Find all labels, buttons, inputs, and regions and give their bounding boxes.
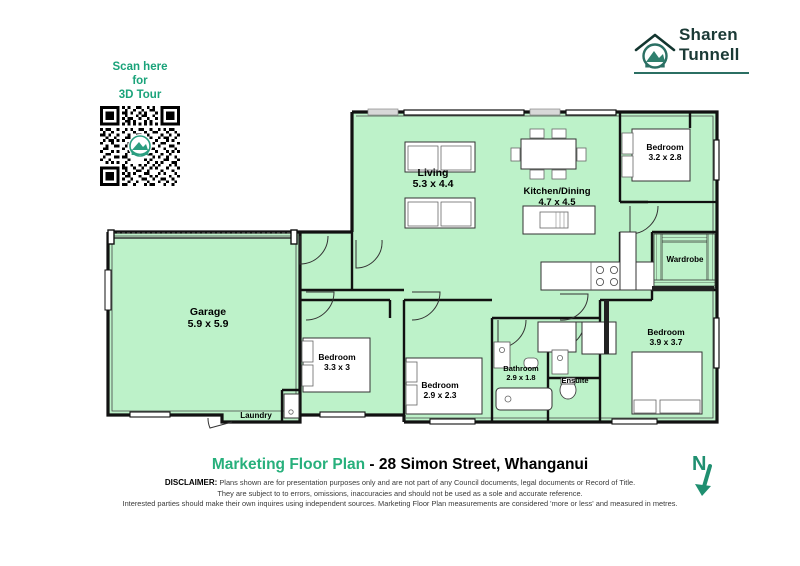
wardrobe-shelving — [653, 233, 716, 289]
bed-bedroom-2-9x2-3 — [405, 357, 483, 415]
house-with-circle-icon — [633, 30, 677, 72]
brand-name-line2: Tunnell — [679, 45, 740, 64]
disclaimer-label: DISCLAIMER: — [164, 478, 218, 487]
scan-line-1: Scan here — [112, 61, 168, 73]
garage-door — [107, 229, 298, 245]
north-arrow-icon: N — [686, 450, 730, 502]
brand-name: Sharen Tunnell — [679, 25, 740, 65]
disclaimer-line-3: Interested parties should make their own… — [122, 499, 678, 509]
qr-logo-overlay — [128, 134, 152, 158]
qr-code-icon[interactable] — [100, 106, 180, 186]
windows — [104, 108, 720, 425]
disclaimer-text-1: Plans shown are for presentation purpose… — [219, 478, 636, 487]
title-separator: - — [365, 456, 379, 473]
scan-3d-tour-block[interactable]: Scan here for 3D Tour — [90, 60, 190, 186]
disclaimer-line-2: They are subject to to errors, omissions… — [217, 488, 583, 498]
brand-logo: Sharen Tunnell — [633, 25, 753, 75]
page-title: Marketing Floor Plan - 28 Simon Street, … — [0, 455, 800, 474]
disclaimer-line-1: DISCLAIMER: Plans shown are for presenta… — [0, 478, 800, 489]
logo-underline — [634, 72, 749, 74]
laundry-fixtures — [283, 393, 300, 419]
title-address: 28 Simon Street, Whanganui — [378, 456, 589, 473]
bed-bedroom-top-right — [621, 128, 691, 182]
wall-detail — [604, 286, 714, 354]
north-label: N — [692, 453, 706, 475]
living-furniture — [404, 141, 476, 229]
scan-line-3: 3D Tour — [118, 89, 162, 101]
footer: Marketing Floor Plan - 28 Simon Street, … — [0, 455, 800, 510]
bed-bedroom-3x3 — [301, 337, 371, 393]
bed-bedroom-right — [631, 351, 703, 415]
disclaimer-block: DISCLAIMER: Plans shown are for presenta… — [0, 478, 800, 510]
brand-name-line1: Sharen — [679, 25, 738, 44]
dining-furniture — [510, 128, 587, 180]
scan-line-2: for — [132, 75, 148, 87]
kitchen-fixtures — [522, 205, 662, 291]
title-prefix: Marketing Floor Plan — [211, 456, 366, 473]
bathroom-fixtures — [493, 321, 617, 411]
